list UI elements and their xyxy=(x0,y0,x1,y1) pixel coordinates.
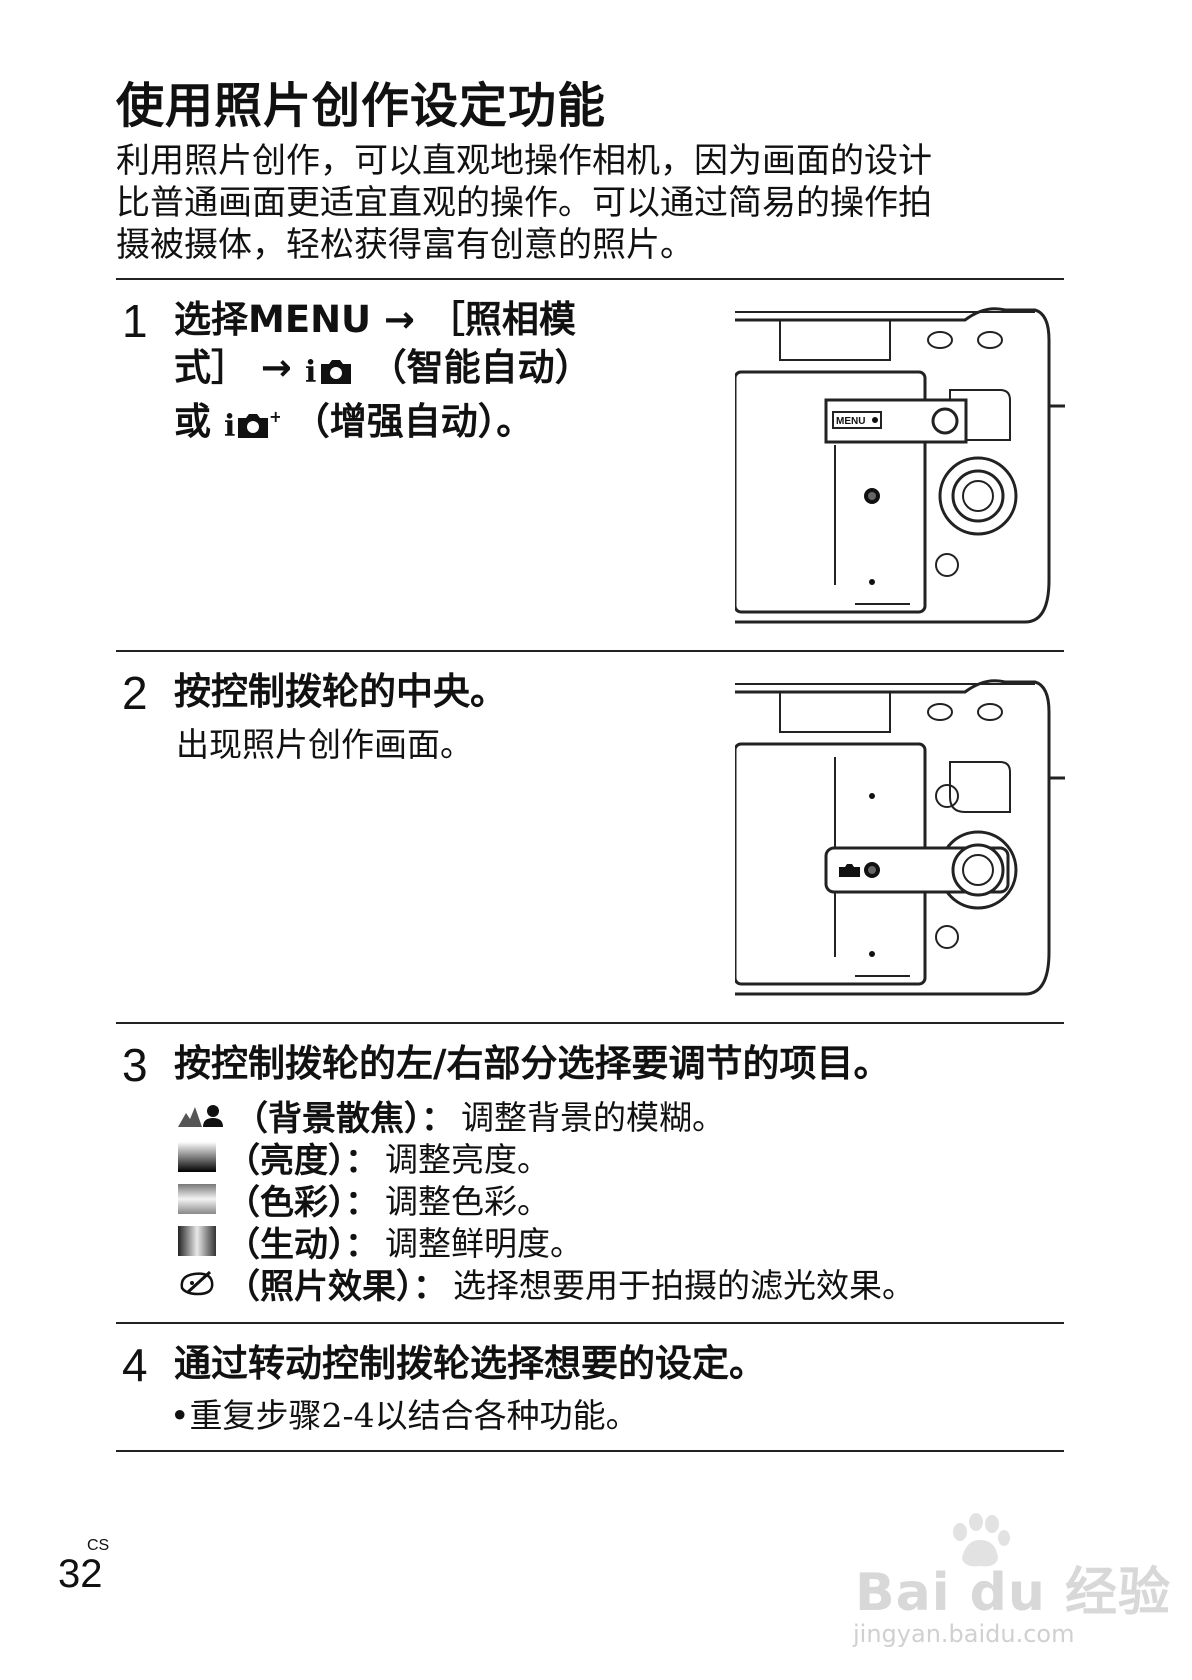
watermark-url: jingyan.baidu.com xyxy=(853,1620,1075,1648)
photo-creativity-icon xyxy=(839,862,880,878)
divider xyxy=(116,1022,1064,1024)
step-2-description: 出现照片创作画面。 xyxy=(176,725,473,764)
svg-text:+: + xyxy=(269,408,280,426)
paw-logo-icon xyxy=(953,1513,1010,1567)
step-number: 2 xyxy=(122,667,148,719)
intro-line: 利用照片创作，可以直观地操作相机，因为画面的设计 xyxy=(116,141,932,181)
brightness-icon xyxy=(178,1142,216,1172)
step-1-line-3: 或 i + （增强自动）。 xyxy=(174,398,654,452)
step-1-line: 选择MENU → ［照相模 xyxy=(174,298,576,341)
step-4-heading: 通过转动控制拨轮选择想要的设定。 xyxy=(174,1342,766,1385)
divider xyxy=(116,1322,1064,1324)
svg-text:i: i xyxy=(305,355,316,386)
watermark-logo-text: Bai du 经验 xyxy=(855,1563,1171,1623)
option-background-defocus: （背景散焦）： 调整背景的模糊。 xyxy=(176,1094,725,1139)
step-1-line-2: 式］ → i （智能自动） xyxy=(174,344,654,398)
step-4-note: •重复步骤2-4以结合各种功能。 xyxy=(170,1396,639,1435)
picture-effect-icon xyxy=(180,1270,214,1296)
option-vividness: （生动）： 调整鲜明度。 xyxy=(176,1220,583,1265)
intro-line: 比普通画面更适宜直观的操作。可以通过简易的操作拍 xyxy=(116,183,932,223)
intelligent-auto-icon: i xyxy=(305,350,357,398)
step-number: 3 xyxy=(122,1039,148,1091)
intro-paragraph: 利用照片创作，可以直观地操作相机，因为画面的设计 比普通画面更适宜直观的操作。可… xyxy=(116,140,1076,266)
step-number: 4 xyxy=(122,1339,148,1391)
vividness-icon xyxy=(178,1226,216,1256)
menu-button-label: MENU xyxy=(836,416,865,427)
step-number: 1 xyxy=(122,295,148,347)
language-code: CS xyxy=(87,1537,110,1554)
option-color: （色彩）： 调整色彩。 xyxy=(176,1178,550,1223)
divider xyxy=(116,650,1064,652)
step-3-heading: 按控制拨轮的左/右部分选择要调节的项目。 xyxy=(174,1042,891,1085)
option-picture-effect: （照片效果）： 选择想要用于拍摄的滤光效果。 xyxy=(176,1262,915,1307)
step-1-instruction: 选择MENU → ［照相模 式］ → i （智能自动） 或 i + （增强自动）… xyxy=(174,296,654,452)
page-title: 使用照片创作设定功能 xyxy=(116,78,607,134)
divider xyxy=(116,1450,1064,1452)
color-icon xyxy=(178,1184,216,1214)
divider xyxy=(116,278,1064,280)
option-brightness: （亮度）： 调整亮度。 xyxy=(176,1136,550,1181)
step-2-heading: 按控制拨轮的中央。 xyxy=(174,670,507,713)
page-number: 32 xyxy=(58,1552,103,1596)
intro-line: 摄被摄体，轻松获得富有创意的照片。 xyxy=(116,225,694,265)
camera-back-illustration-menu: MENU xyxy=(735,307,1065,624)
camera-back-illustration-center xyxy=(735,679,1065,996)
svg-text:i: i xyxy=(224,409,235,440)
background-defocus-icon xyxy=(178,1105,223,1127)
superior-auto-icon: i + xyxy=(224,404,282,452)
